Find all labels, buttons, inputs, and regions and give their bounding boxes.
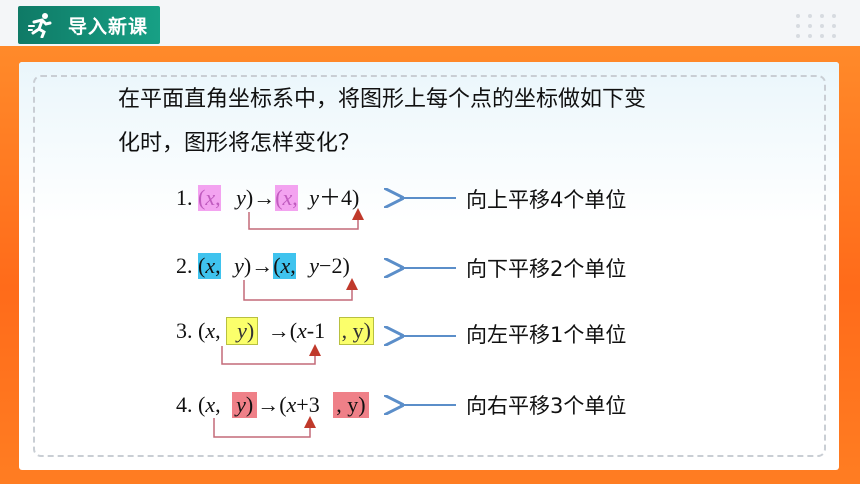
section-header: 导入新课 [18,6,160,44]
transform-label-1: 向上平移4个单位 [466,188,627,212]
highlight-red: y) [232,392,258,418]
transform-row-1: 1. (x, y)→(x, y＋4) [176,185,360,211]
highlight-pink: (x, [198,185,221,211]
top-bar: 导入新课 [0,0,860,46]
transform-row-3: 3. (x, y) →(x-1 , y) [176,317,374,345]
runner-icon [28,13,52,38]
transform-row-2: 2. (x, y)→(x, y −2) [176,253,350,279]
highlight-yellow: y) [226,317,259,345]
content-panel [19,62,839,470]
connector-bracket-3 [221,344,321,365]
highlight-blue: (x, [198,253,221,279]
dashed-border [33,75,826,457]
transform-row-4: 4. (x, y)→(x+3 , y) [176,392,369,418]
transform-label-2: 向下平移2个单位 [466,257,627,281]
transform-label-3: 向左平移1个单位 [466,323,627,347]
decorative-dots [796,14,844,46]
question-text: 在平面直角坐标系中，将图形上每个点的坐标做如下变 化时，图形将怎样变化？ [118,87,647,156]
connector-bracket-2 [243,278,358,301]
transform-label-4: 向右平移3个单位 [466,394,627,418]
connector-bracket-1 [248,208,364,230]
section-title: 导入新课 [68,16,149,38]
connector-bracket-4 [213,416,316,438]
